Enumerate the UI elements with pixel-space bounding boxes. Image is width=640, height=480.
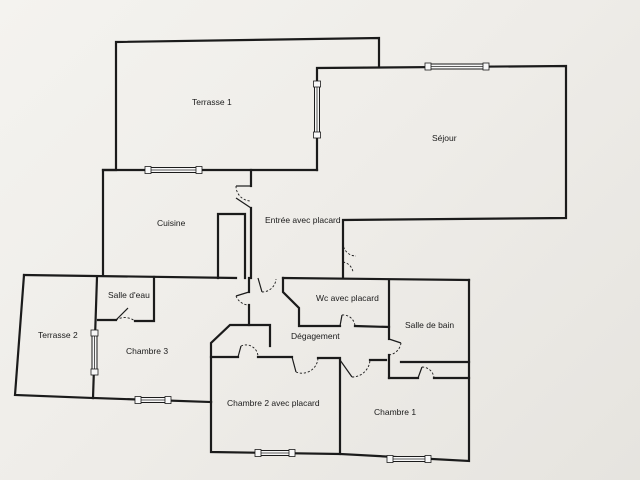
cuisine-placard	[216, 212, 247, 280]
door-wc	[339, 314, 356, 327]
label-salle-deau: Salle d'eau	[108, 290, 150, 300]
windows	[90, 62, 490, 463]
salle-deau-walls-right	[133, 275, 156, 323]
chambre-2-placard	[209, 323, 272, 404]
label-salle-de-bain: Salle de bain	[405, 320, 454, 330]
label-cuisine: Cuisine	[157, 218, 186, 228]
door-salle-de-bain	[388, 338, 402, 356]
chambre-1-walls	[338, 278, 471, 463]
main-division-wall	[22, 273, 238, 280]
window-chambre-1	[386, 455, 432, 463]
door-chambre-3	[235, 291, 250, 306]
door-placard	[417, 366, 435, 379]
main-division-wall-right	[281, 276, 471, 282]
label-wc: Wc avec placard	[316, 293, 379, 303]
terrasse-2-walls	[13, 273, 95, 400]
label-sejour: Séjour	[432, 133, 457, 143]
label-chambre-1: Chambre 1	[374, 407, 416, 417]
window-chambre-2	[254, 449, 296, 457]
window-chambre-3-bottom	[134, 396, 172, 404]
wc-walls	[281, 276, 342, 328]
window-chambre-3-left	[90, 329, 99, 376]
label-chambre-3: Chambre 3	[126, 346, 168, 356]
room-labels: Terrasse 1 Séjour Cuisine Entrée avec pl…	[38, 97, 457, 417]
door-chambre-2-placard	[237, 344, 259, 358]
sejour-walls	[315, 64, 568, 280]
label-chambre-2: Chambre 2 avec placard	[227, 398, 320, 408]
label-degagement: Dégagement	[291, 331, 340, 341]
door-entree-top	[235, 185, 252, 209]
window-cuisine	[144, 166, 203, 174]
window-sejour-left	[313, 80, 321, 139]
door-sejour	[342, 242, 357, 273]
wc-bottom-wall-right	[353, 324, 391, 329]
terrasse-1-walls	[101, 36, 381, 277]
door-chambre-2	[291, 356, 319, 374]
label-terrasse-1: Terrasse 1	[192, 97, 232, 107]
doors	[115, 185, 435, 379]
door-entree-degagement	[257, 277, 277, 293]
label-terrasse-2: Terrasse 2	[38, 330, 78, 340]
door-salle-deau	[115, 307, 136, 322]
window-sejour-top	[424, 62, 490, 71]
label-entree: Entrée avec placard	[265, 215, 341, 225]
door-chambre-1	[339, 359, 371, 378]
